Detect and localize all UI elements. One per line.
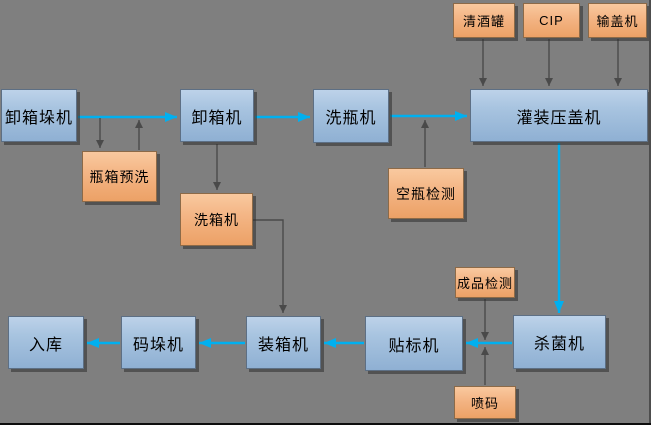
node-empty-bottle-inspection: 空瓶检测 [388,168,464,219]
node-palletizer: 码垛机 [121,316,196,369]
node-bottle-crate-prewash: 瓶箱预洗 [82,151,157,202]
node-filler-capper: 灌装压盖机 [470,89,648,142]
node-warehouse: 入库 [8,316,84,369]
node-finished-product-inspection: 成品检测 [455,267,515,298]
node-depalletizer: 卸箱垛机 [1,89,77,142]
node-crate-washer: 洗箱机 [180,193,253,246]
node-bright-beer-tank: 清酒罐 [453,3,515,38]
window-right-edge [649,0,651,425]
node-bottle-washer: 洗瓶机 [313,89,389,143]
node-case-packer: 装箱机 [246,316,321,369]
node-pasteurizer: 杀菌机 [513,315,606,369]
window-bottom-edge [0,423,651,425]
node-inkjet-coder: 喷码 [454,386,516,419]
node-cip: CIP [523,3,580,38]
connector-crate-washer-case-packer [253,219,287,313]
node-labeler: 贴标机 [365,316,463,371]
node-decrater: 卸箱机 [180,89,254,142]
node-cap-feeder: 输盖机 [588,3,647,38]
